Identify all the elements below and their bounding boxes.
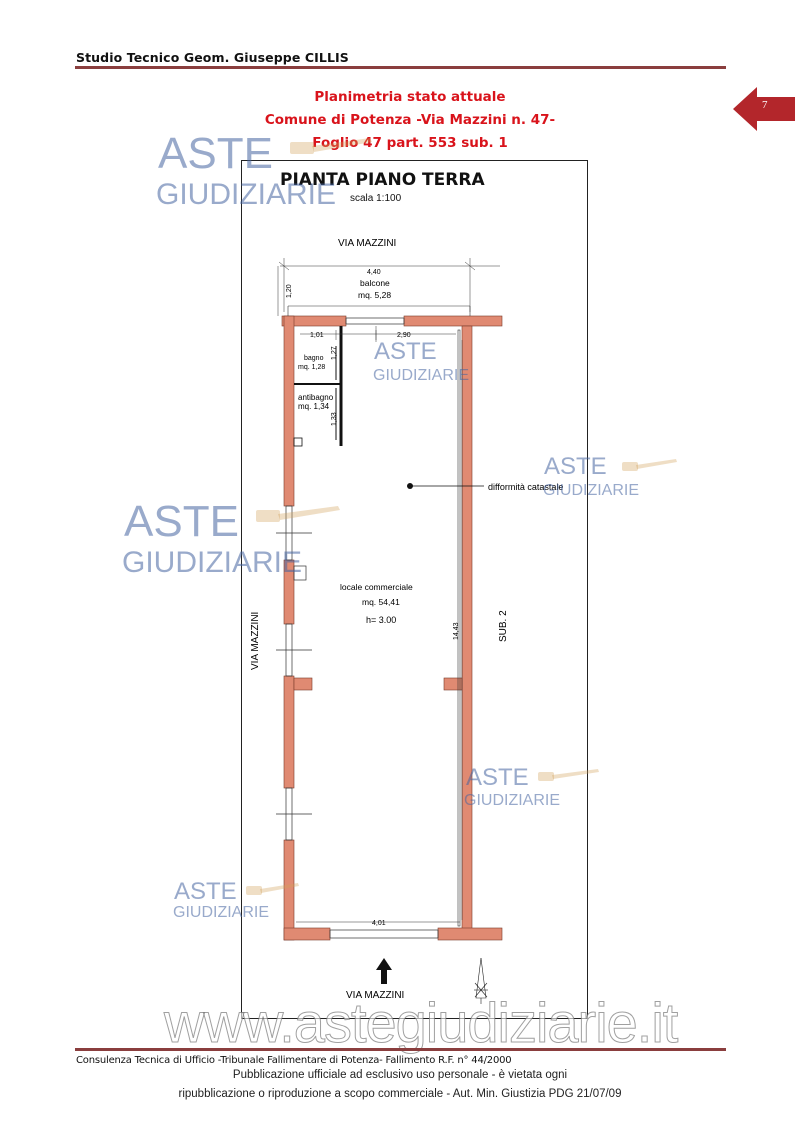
watermark-brand-top: ASTE bbox=[374, 338, 437, 365]
balcony-area: mq. 5,28 bbox=[358, 290, 391, 300]
watermark-brand-top: ASTE bbox=[544, 453, 607, 480]
street-left: VIA MAZZINI bbox=[250, 612, 261, 670]
antibath-label: antibagno bbox=[298, 393, 334, 402]
shop-area: mq. 54,41 bbox=[362, 597, 400, 607]
bathroom-label: bagno bbox=[304, 355, 324, 362]
footer-publication-1: Pubblicazione ufficiale ad esclusivo uso… bbox=[232, 1069, 568, 1081]
street-top: VIA MAZZINI bbox=[338, 238, 396, 249]
footer-publication-2: ripubblicazione o riproduzione a scopo c… bbox=[178, 1088, 622, 1100]
dim-balcony-depth: 1,20 bbox=[286, 284, 293, 298]
footer-consulenza: Consulenza Tecnica di Ufficio -Tribunale… bbox=[76, 1055, 512, 1066]
shop-height: h= 3.00 bbox=[366, 615, 396, 625]
studio-name: Studio Tecnico Geom. Giuseppe CILLIS bbox=[76, 50, 349, 65]
title-line-3: Foglio 47 part. 553 sub. 1 bbox=[312, 135, 508, 151]
plan-frame bbox=[241, 160, 588, 1019]
page-number: 7 bbox=[762, 99, 768, 111]
watermark-brand-top: ASTE bbox=[158, 129, 273, 178]
watermark-brand-bottom: GIUDIZIARIE bbox=[173, 904, 270, 921]
watermark-brand-bottom: GIUDIZIARIE bbox=[122, 546, 303, 579]
plan-scale: scala 1:100 bbox=[350, 193, 402, 204]
dim-bath-depth: 1,27 bbox=[331, 346, 338, 360]
entrance-arrow-icon bbox=[376, 958, 392, 984]
neighbour-right: SUB. 2 bbox=[498, 610, 509, 642]
bathroom-area: mq. 1,28 bbox=[298, 364, 325, 371]
plan-title: PIANTA PIANO TERRA bbox=[280, 170, 485, 190]
watermark-brand-bottom: GIUDIZIARIE bbox=[543, 482, 640, 499]
watermark-brand-bottom: GIUDIZIARIE bbox=[373, 367, 470, 384]
title-line-2: Comune di Potenza -Via Mazzini n. 47- bbox=[264, 112, 556, 128]
north-arrow-icon bbox=[474, 957, 488, 1004]
discrepancy-note: difformità catastale bbox=[488, 482, 563, 492]
header-rule bbox=[75, 66, 726, 69]
title-line-1: Planimetria stato attuale bbox=[314, 89, 506, 105]
dim-front-width: 4,01 bbox=[372, 920, 386, 927]
dim-shop-length: 14,43 bbox=[453, 622, 460, 640]
shop-label: locale commerciale bbox=[340, 582, 413, 592]
watermark-brand-bottom: GIUDIZIARIE bbox=[464, 792, 561, 809]
dim-bath-width: 1,01 bbox=[310, 332, 324, 339]
page-arrow-icon bbox=[733, 87, 795, 131]
watermark-brand-top: ASTE bbox=[124, 497, 239, 546]
watermark-site: www.astegiudiziarie.it bbox=[163, 991, 678, 1055]
balcony-label: balcone bbox=[360, 278, 390, 288]
dim-hall-width: 2,90 bbox=[397, 332, 411, 339]
antibath-area: mq. 1,34 bbox=[298, 402, 330, 411]
footer-rule bbox=[75, 1048, 726, 1051]
watermark-brand-top: ASTE bbox=[466, 764, 529, 791]
walls bbox=[281, 315, 503, 941]
dim-antibath-depth: 1,33 bbox=[331, 412, 338, 426]
street-bottom: VIA MAZZINI bbox=[346, 990, 404, 1001]
watermark-brand-bottom: GIUDIZIARIE bbox=[156, 178, 337, 211]
watermark-brand-top: ASTE bbox=[174, 878, 237, 905]
dim-balcony-width: 4,40 bbox=[367, 269, 381, 276]
